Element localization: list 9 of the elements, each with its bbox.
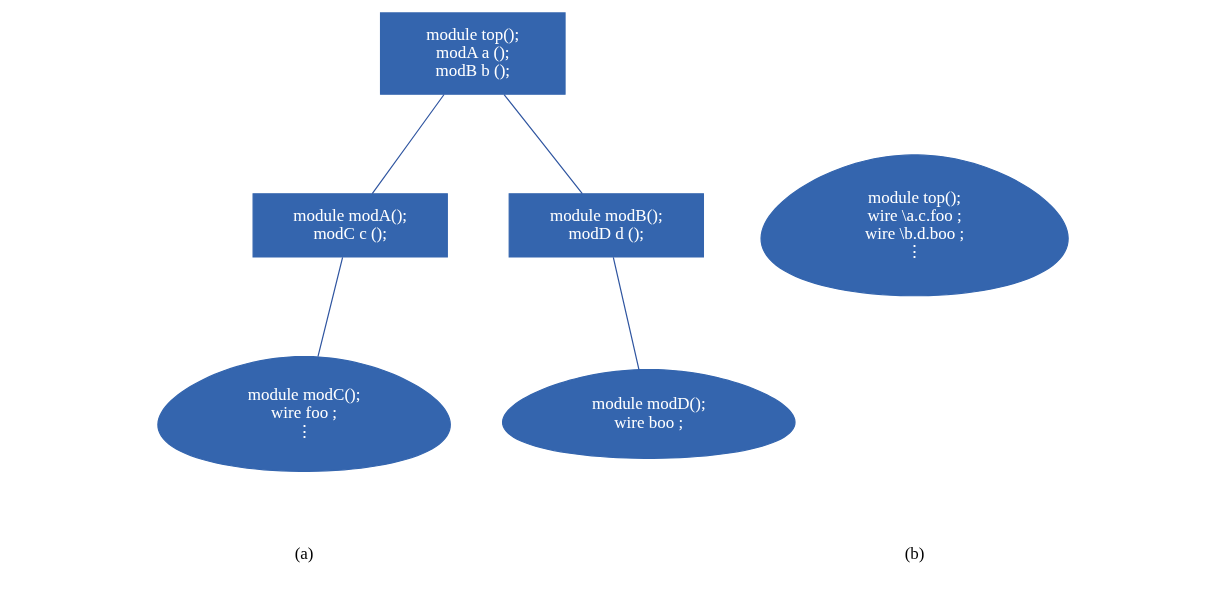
node-box: module modA(); modC c ();	[252, 193, 448, 258]
label: (b)	[904, 544, 924, 564]
connector	[503, 93, 583, 195]
label: (a)	[294, 544, 314, 564]
connector	[612, 256, 639, 370]
connector	[371, 93, 445, 195]
connector	[316, 256, 343, 358]
node-box: module modB(); modD d ();	[508, 193, 704, 258]
node-box: module top(); modA a (); modB b ();	[379, 12, 566, 95]
